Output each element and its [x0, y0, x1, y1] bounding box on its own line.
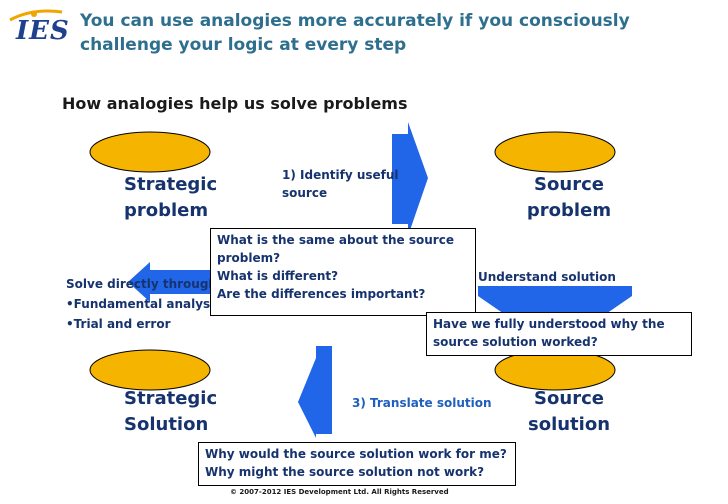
copyright-footer: © 2007-2012 IES Development Ltd. All Rig… [230, 488, 449, 496]
direct-solve-list: Solve directly through •Fundamental anal… [66, 274, 217, 334]
callout-would-work: Why would the source solution work for m… [198, 442, 516, 486]
arrow-direct-solve [128, 262, 210, 302]
ies-logo: IES [4, 6, 70, 50]
page-title: You can use analogies more accurately if… [80, 9, 640, 57]
step-identify-label: 1) Identify useful source [282, 168, 399, 200]
label-source-problem: Source problem [526, 174, 612, 221]
label-strategic-solution: Strategic Solution [124, 388, 218, 435]
arrow-translate-solution [298, 346, 332, 438]
ellipse-strategic-problem [89, 131, 211, 173]
ellipse-source-solution [494, 349, 616, 391]
step-translate-label: 3) Translate solution [352, 396, 492, 410]
diagram-subtitle: How analogies help us solve problems [62, 94, 408, 113]
label-strategic-problem: Strategic problem [124, 174, 218, 221]
direct-solve-item: •Trial and error [66, 317, 171, 331]
label-source-solution: Source solution [527, 388, 611, 435]
direct-solve-item: •Fundamental analysi [66, 297, 215, 311]
step-understand-label: Understand solution [478, 270, 616, 284]
logo-text: IES [16, 16, 70, 46]
ellipse-strategic-solution [89, 349, 211, 391]
arrow-understand-solution [478, 286, 632, 318]
arrow-identify-source [392, 122, 428, 236]
ellipse-source-problem [494, 131, 616, 173]
callout-understood: Have we fully understood why the source … [426, 312, 692, 356]
callout-same-different: What is the same about the source proble… [210, 228, 476, 316]
title-line-1: You can use analogies more accurately if… [80, 11, 630, 31]
direct-solve-heading: Solve directly through [66, 277, 217, 291]
logo-swoosh-icon [9, 9, 63, 22]
title-line-2: challenge your logic at every step [80, 35, 407, 55]
